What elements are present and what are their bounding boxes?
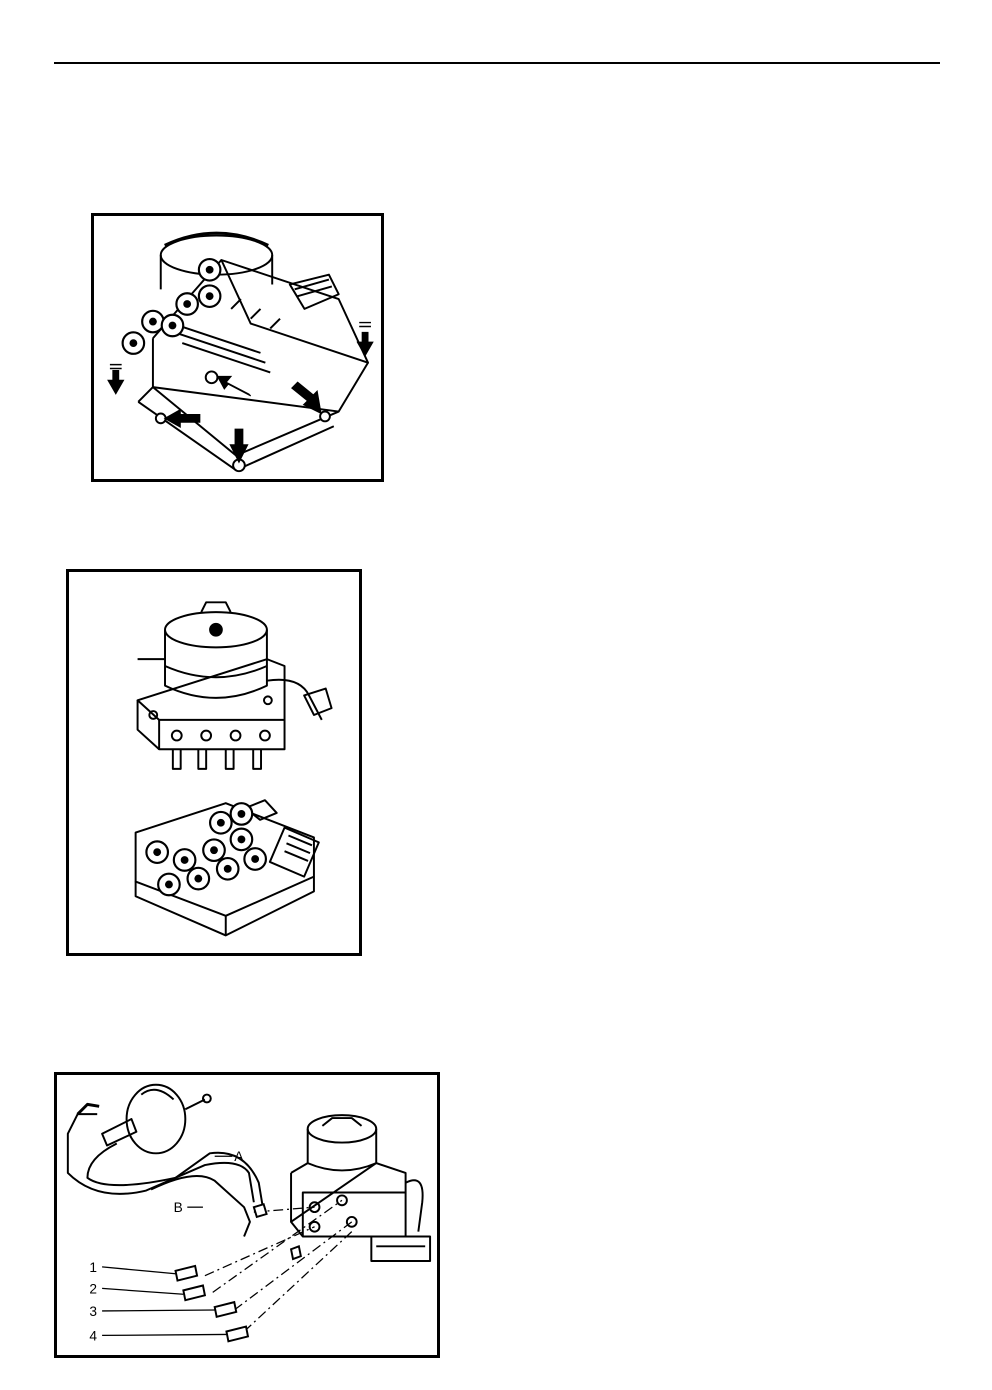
fitting-icon xyxy=(176,1266,198,1281)
arrow-icon xyxy=(230,429,248,462)
screw-icon xyxy=(206,371,218,383)
figure-abs-unit-screws xyxy=(91,213,384,482)
abs-unit-underside-illustration xyxy=(94,216,381,479)
arrow-icon xyxy=(357,332,373,355)
motor-icon xyxy=(308,1115,377,1142)
brake-booster-icon xyxy=(127,1085,186,1154)
label-port-3: 3 xyxy=(89,1304,97,1319)
arrow-icon xyxy=(217,376,250,396)
label-line-b: B xyxy=(174,1200,183,1215)
header-rule xyxy=(54,62,940,64)
figure-brake-lines: A B 1 2 3 4 xyxy=(54,1072,440,1358)
abs-unit-separated-illustration xyxy=(69,572,359,953)
brake-line-illustration: A B 1 2 3 4 xyxy=(57,1075,437,1355)
label-port-1: 1 xyxy=(89,1260,97,1275)
label-port-4: 4 xyxy=(89,1328,97,1343)
label-line-a: A xyxy=(234,1149,244,1164)
figure-abs-unit-separated xyxy=(66,569,362,956)
arrow-icon xyxy=(108,370,124,393)
arrow-icon xyxy=(292,382,321,413)
label-port-2: 2 xyxy=(89,1281,97,1296)
